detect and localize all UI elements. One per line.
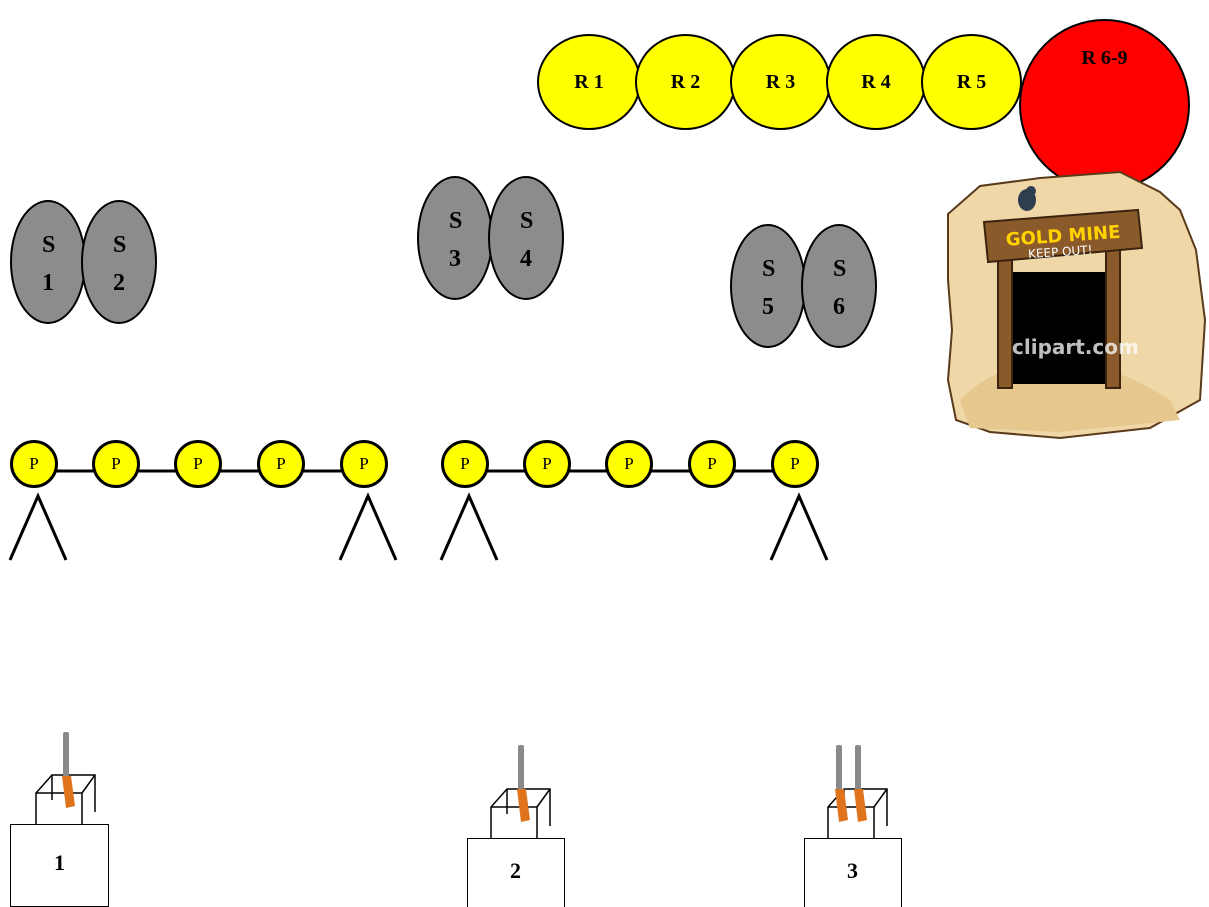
plate-left-label-1: P <box>29 454 39 473</box>
plate-left-4: P <box>257 440 305 488</box>
plate-left-3: P <box>174 440 222 488</box>
shooting-box-label-2: 2 <box>510 858 521 883</box>
gun-icon-2 <box>517 745 530 822</box>
station-number-1: 1 <box>42 270 54 296</box>
plate-right-2: P <box>523 440 571 488</box>
plate-right-label-2: P <box>542 454 552 473</box>
station-letter-1: S <box>42 232 56 258</box>
round-label-2: R 2 <box>670 70 701 93</box>
shooting-box-label-1: 1 <box>54 850 65 875</box>
round-circle-6-9: R 6-9 <box>1019 19 1190 191</box>
plate-right-label-3: P <box>624 454 634 473</box>
station-number-5: 5 <box>762 294 774 320</box>
round-circle-2: R 2 <box>635 34 736 130</box>
round-label-4: R 4 <box>861 70 891 93</box>
shooting-stand-2 <box>490 788 551 838</box>
round-label-3: R 3 <box>765 70 796 93</box>
round-label-6-9: R 6-9 <box>1081 47 1128 69</box>
station-number-6: 6 <box>833 294 845 320</box>
station-letter-4: S <box>520 208 534 234</box>
clipart-sign-line2: KEEP OUT! <box>1028 243 1093 261</box>
station-letter-3: S <box>449 208 463 234</box>
station-letter-2: S <box>113 232 127 258</box>
gun-icon-1 <box>62 732 75 808</box>
round-circle-1: R 1 <box>537 34 641 130</box>
shooting-box-label-3: 3 <box>847 858 858 883</box>
station-letter-6: S <box>833 256 847 282</box>
round-circle-5: R 5 <box>921 34 1022 130</box>
shooting-box-3 <box>804 838 902 907</box>
plate-left-label-4: P <box>276 454 286 473</box>
plate-right-label-4: P <box>707 454 717 473</box>
plate-right-4: P <box>688 440 736 488</box>
round-label-1: R 1 <box>574 70 604 93</box>
plate-right-3: P <box>605 440 653 488</box>
clipart-watermark: clipart.com <box>1012 335 1139 359</box>
plate-left-label-5: P <box>359 454 369 473</box>
plate-right-1: P <box>441 440 489 488</box>
round-circle-3: R 3 <box>730 34 831 130</box>
gun-icon-3a <box>835 745 848 822</box>
station-letter-5: S <box>762 256 776 282</box>
plate-right-label-5: P <box>790 454 800 473</box>
station-number-2: 2 <box>113 270 125 296</box>
plate-left-label-3: P <box>193 454 203 473</box>
gold-mine-clipart-icon: GOLD MINE KEEP OUT! clipart.com <box>946 170 1207 440</box>
plate-left-label-2: P <box>111 454 121 473</box>
gun-icon-3b <box>854 745 867 822</box>
plate-rack-legs <box>8 492 829 561</box>
plate-left-1: P <box>10 440 58 488</box>
round-label-5: R 5 <box>956 70 987 93</box>
plate-right-5: P <box>771 440 819 488</box>
plate-right-label-1: P <box>460 454 470 473</box>
station-number-4: 4 <box>520 246 532 272</box>
plate-left-5: P <box>340 440 388 488</box>
station-number-3: 3 <box>449 246 461 272</box>
shooting-box-2 <box>467 838 565 907</box>
shooting-stand-1 <box>35 774 96 824</box>
plate-left-2: P <box>92 440 140 488</box>
